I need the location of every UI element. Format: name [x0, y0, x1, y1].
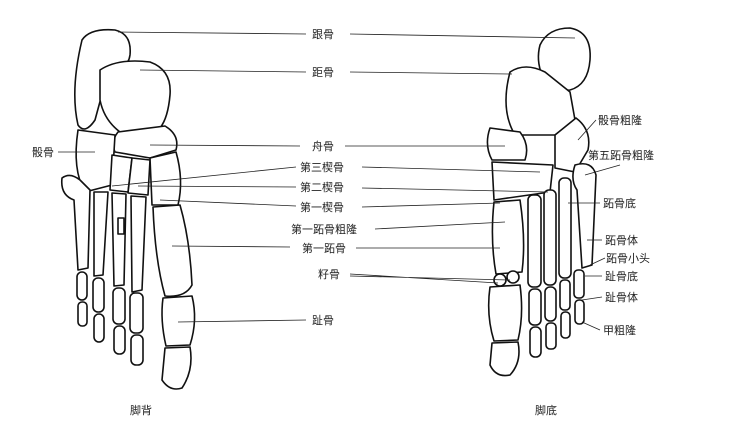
leader-lines	[58, 31, 621, 331]
metatarsal5-plantar	[572, 162, 597, 269]
toe5-proximal-plantar	[573, 269, 585, 299]
cuneiform2-dorsal	[127, 157, 151, 196]
label-metatarsal1: 第一跖骨	[302, 241, 346, 255]
toe4-distal-plantar	[560, 311, 571, 339]
big-toe-distal-plantar	[489, 341, 520, 377]
metatarsal1-tuberosity-mark	[117, 217, 125, 235]
toe2-proximal	[129, 292, 144, 334]
label-cuboid: 骰骨	[32, 146, 54, 159]
toe5-proximal	[76, 271, 88, 301]
toe4-proximal-plantar	[559, 279, 571, 311]
toe3-distal-plantar	[545, 322, 557, 350]
metatarsal3-dorsal	[111, 192, 127, 287]
metatarsal1-plantar	[491, 199, 525, 275]
label-phalanx-body: 趾骨体	[605, 290, 638, 304]
label-phalanx-base: 趾骨底	[605, 269, 638, 283]
label-metatarsal1-tuberosity: 第一跖骨粗隆	[291, 222, 357, 236]
toe3-proximal-plantar	[544, 286, 557, 322]
metatarsal2-plantar	[527, 194, 542, 288]
cuneiform1-dorsal	[149, 151, 182, 206]
toe2-proximal-plantar	[528, 288, 542, 326]
metatarsal3-plantar	[543, 189, 557, 286]
toe2-distal	[130, 334, 144, 366]
dorsal-foot	[60, 28, 196, 390]
metatarsal5-dorsal	[60, 174, 91, 271]
toe4-distal	[93, 313, 105, 343]
label-cuneiform3: 第三楔骨	[300, 160, 344, 174]
toe3-proximal	[112, 287, 126, 325]
navicular-plantar	[486, 127, 528, 161]
caption-plantar: 脚底	[535, 403, 557, 417]
metatarsal2-dorsal	[130, 195, 147, 293]
label-metatarsal5-tuberosity: 第五跖骨粗隆	[588, 148, 654, 162]
talus-dorsal	[99, 60, 171, 133]
metatarsal4-plantar	[558, 177, 572, 279]
toe2-distal-plantar	[529, 326, 542, 358]
big-toe-distal-phalanx	[161, 346, 192, 390]
metatarsal4-dorsal	[93, 191, 109, 277]
label-metatarsal-base: 跖骨底	[603, 196, 636, 210]
toe4-proximal	[92, 277, 105, 313]
toe5-distal-plantar	[574, 299, 585, 325]
plantar-foot	[486, 27, 597, 377]
label-metatarsal-body: 跖骨体	[605, 233, 638, 247]
label-metatarsal-head: 跖骨小头	[606, 252, 650, 265]
label-calcaneus: 跟骨	[312, 28, 334, 41]
label-navicular: 舟骨	[312, 139, 334, 153]
caption-dorsal: 脚背	[130, 403, 152, 417]
label-cuboid-tuberosity: 骰骨粗隆	[598, 113, 642, 127]
sesamoid-lateral	[506, 270, 520, 284]
cuboid-dorsal	[75, 129, 116, 193]
label-talus: 距骨	[312, 66, 334, 79]
label-sesamoid: 籽骨	[318, 268, 340, 281]
labels: 跟骨 距骨 骰骨 舟骨 第三楔骨 第二楔骨 第一楔骨 第一跖骨粗隆 第一跖骨 籽…	[32, 28, 654, 417]
label-phalanges: 趾骨	[312, 313, 334, 327]
big-toe-proximal-phalanx	[161, 295, 196, 347]
toe3-distal	[113, 325, 126, 355]
label-cuneiform2: 第二楔骨	[300, 180, 344, 194]
label-cuneiform1: 第一楔骨	[300, 200, 344, 214]
metatarsal1-dorsal	[152, 204, 193, 298]
toe5-distal	[77, 301, 88, 327]
label-ungual-tuberosity: 甲粗隆	[603, 323, 636, 337]
big-toe-proximal-plantar	[487, 284, 523, 342]
